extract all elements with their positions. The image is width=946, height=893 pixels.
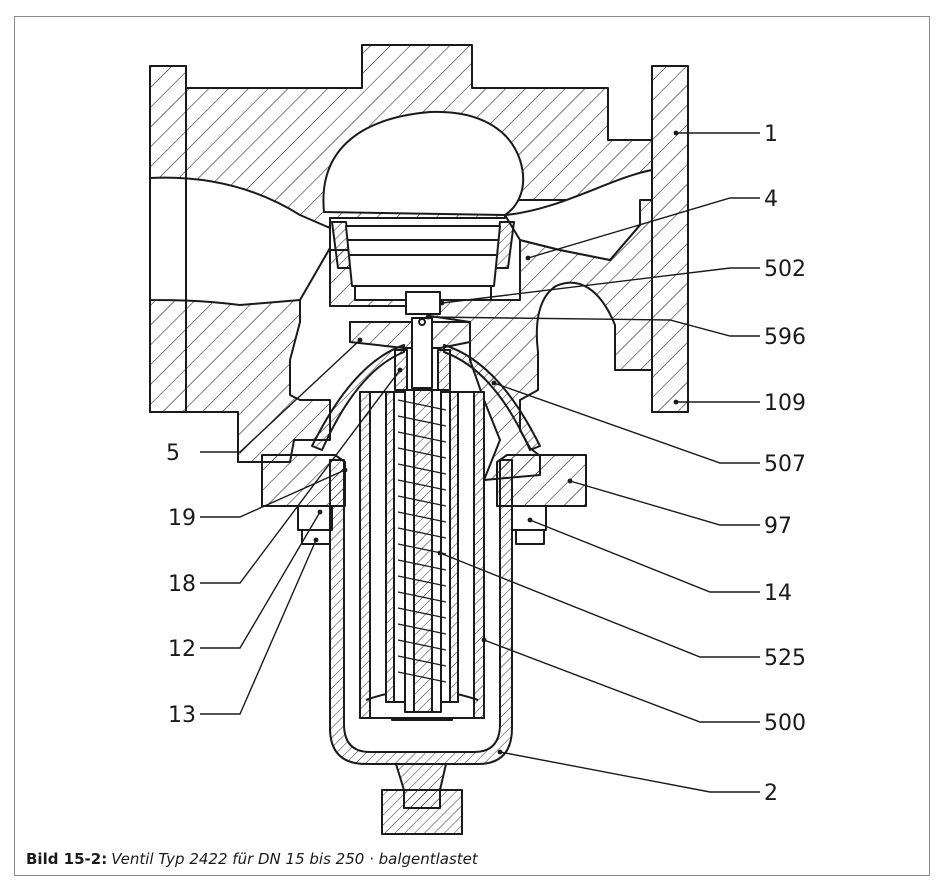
label-part-109: 109 [764,391,806,416]
leader-dots [313,130,679,755]
label-part-1: 1 [764,122,778,147]
label-part-500: 500 [764,711,806,736]
flange [261,454,587,507]
valve-body [149,44,689,481]
label-part-13: 13 [168,703,196,728]
label-part-18: 18 [168,572,196,597]
label-part-14: 14 [764,581,792,606]
label-part-596: 596 [764,325,806,350]
label-part-2: 2 [764,781,778,806]
label-part-12: 12 [168,637,196,662]
figure-frame [14,16,930,876]
label-part-19: 19 [168,506,196,531]
caption-number: Bild 15-2: [26,850,108,868]
caption-text: Ventil Typ 2422 für DN 15 bis 250 · balg… [111,850,478,868]
plug [349,285,492,389]
leader-lines [200,132,760,793]
label-part-502: 502 [764,257,806,282]
label-part-525: 525 [764,646,806,671]
label-part-97: 97 [764,514,792,539]
label-part-507: 507 [764,452,806,477]
figure-caption: Bild 15-2:Ventil Typ 2422 für DN 15 bis … [26,850,478,868]
spring-and-stem [397,389,447,713]
seat [331,221,515,287]
label-part-5: 5 [166,441,180,466]
label-part-4: 4 [764,187,778,212]
